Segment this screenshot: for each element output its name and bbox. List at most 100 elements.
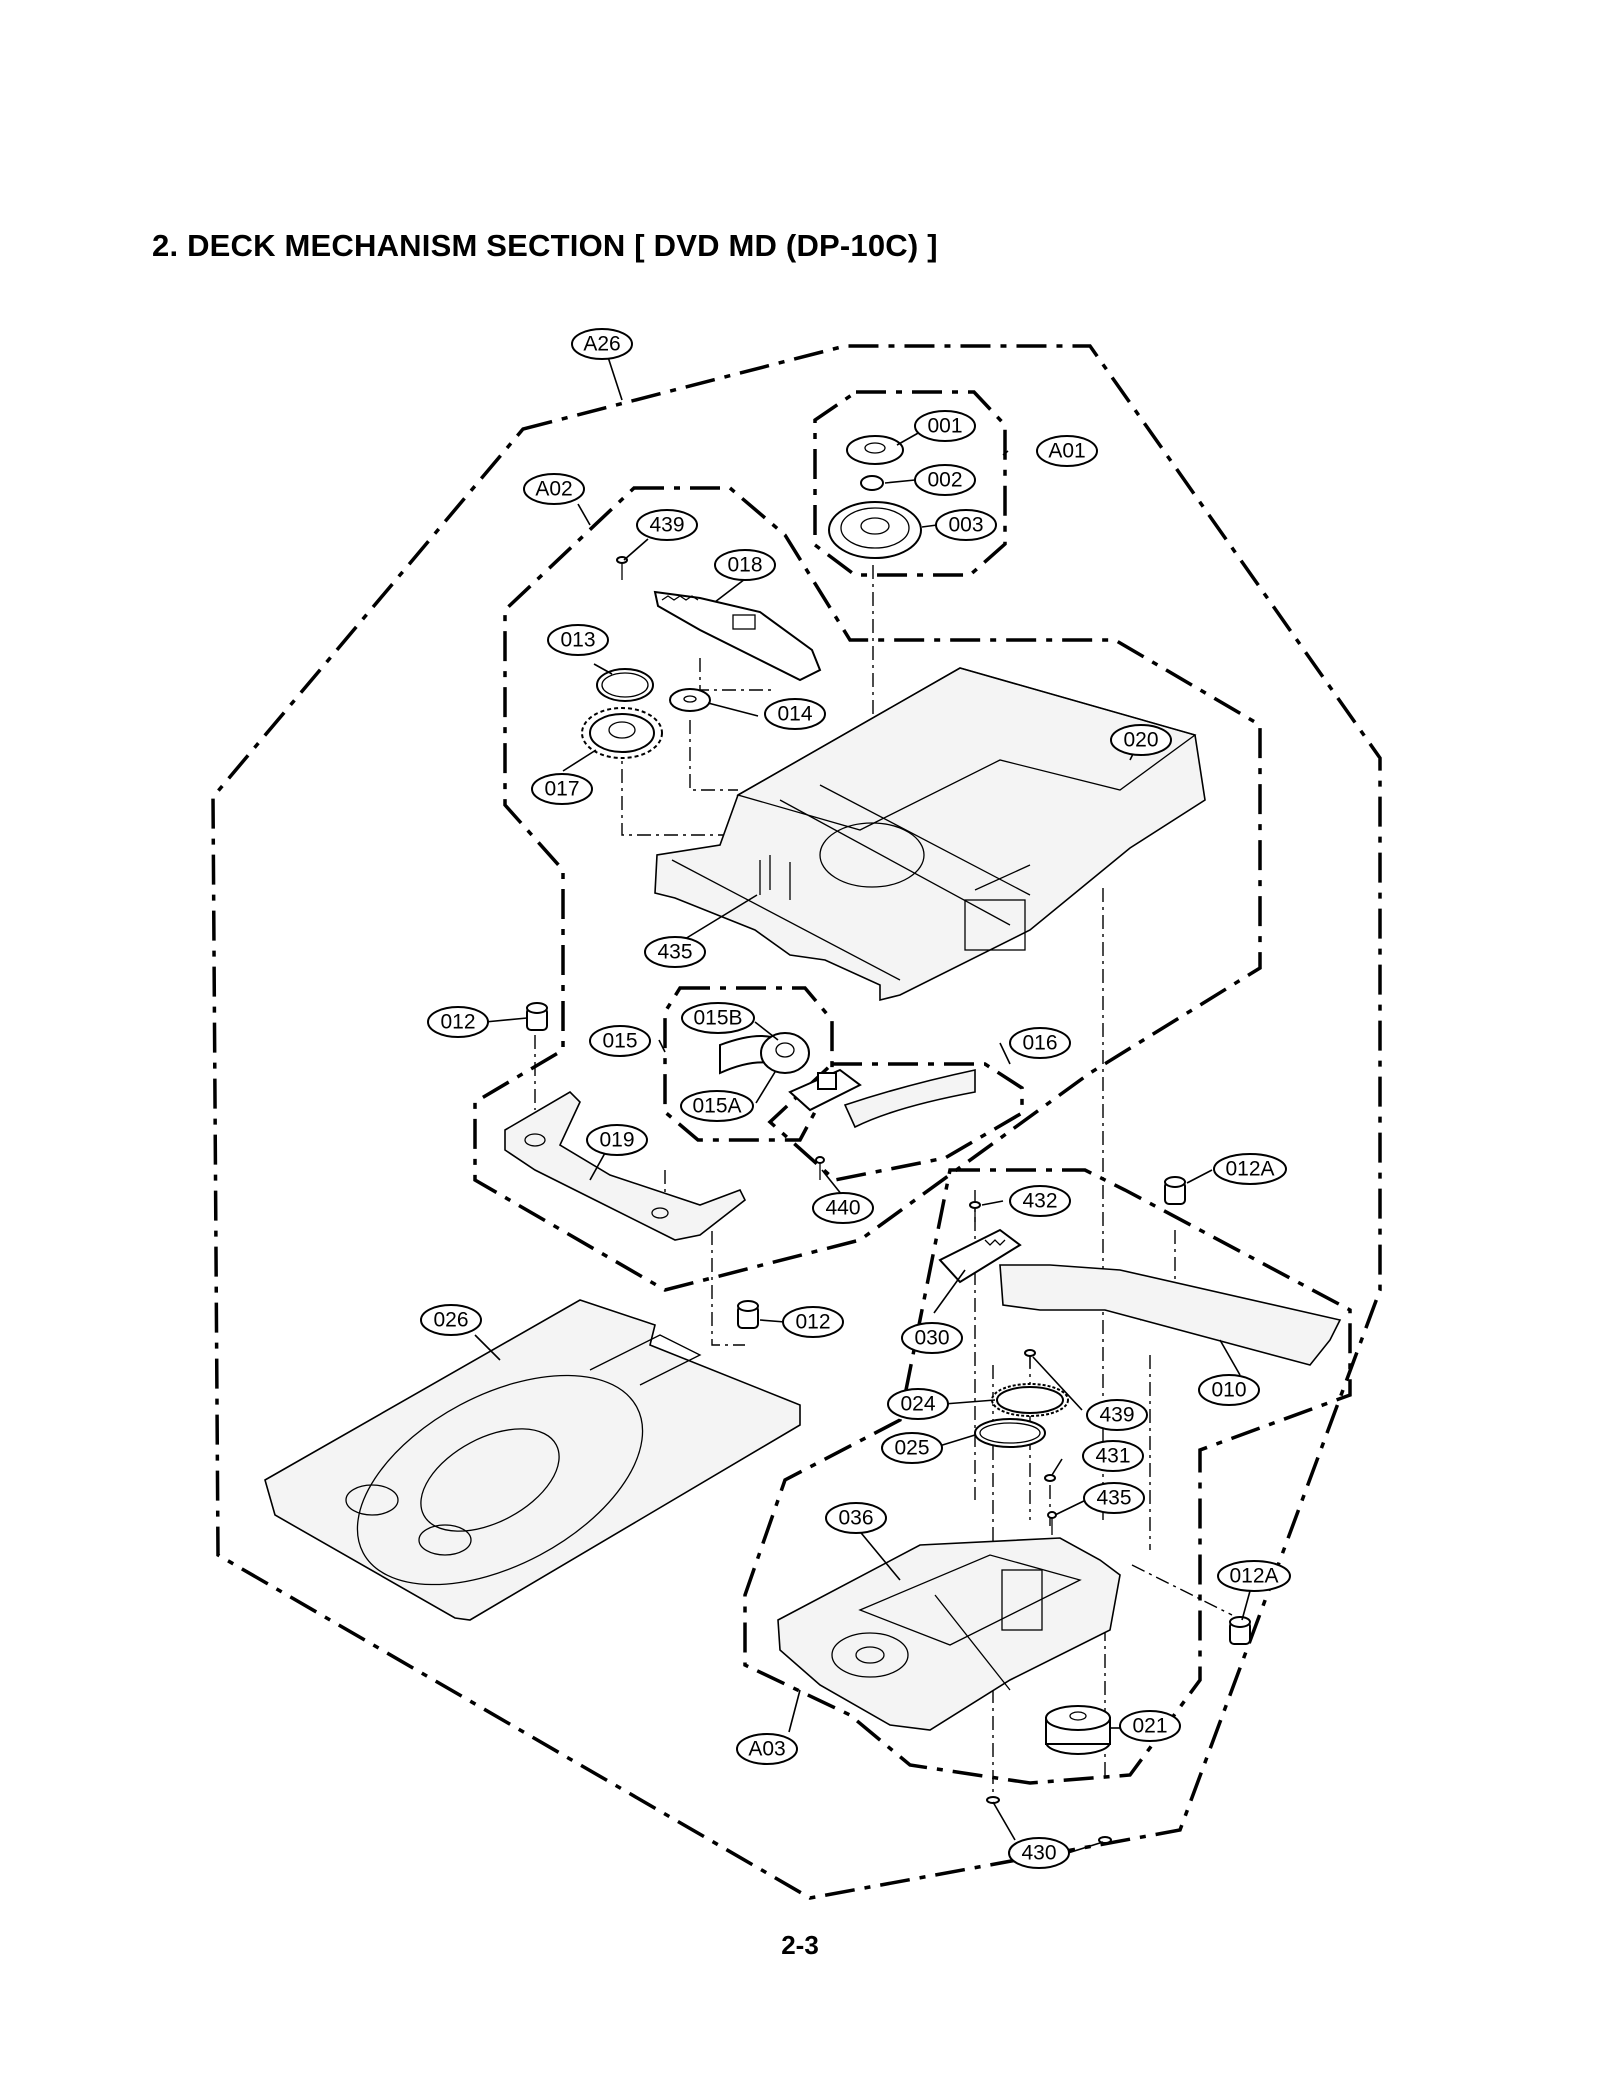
callout-439: 439 <box>1086 1399 1148 1431</box>
svg-text:036: 036 <box>838 1507 873 1530</box>
callout-036: 036 <box>825 1502 887 1534</box>
callout-020: 020 <box>1110 724 1172 756</box>
assembly-boundary-A03 <box>743 1168 1352 1785</box>
svg-text:012: 012 <box>440 1011 475 1034</box>
callout-432: 432 <box>1009 1185 1071 1217</box>
svg-text:016: 016 <box>1022 1032 1057 1055</box>
svg-text:432: 432 <box>1022 1190 1057 1213</box>
svg-text:002: 002 <box>927 469 962 492</box>
callout-021: 021 <box>1119 1710 1181 1742</box>
assembly-boundary-A01 <box>813 390 1007 577</box>
part-012-damper-lower <box>737 1300 759 1329</box>
callout-015B: 015B <box>681 1002 755 1034</box>
svg-text:A02: A02 <box>535 478 572 501</box>
screw-431 <box>1044 1474 1056 1482</box>
screw-430 <box>986 1796 1112 1844</box>
part-019-frame <box>504 1090 747 1241</box>
callout-017: 017 <box>531 773 593 805</box>
part-017-gear <box>581 707 663 759</box>
callout-A02: A02 <box>523 473 585 505</box>
svg-text:019: 019 <box>599 1129 634 1152</box>
part-012-damper <box>526 1002 548 1031</box>
callout-A26: A26 <box>571 328 633 360</box>
assembly-boundary-A02 <box>473 486 1262 1292</box>
svg-text:012: 012 <box>795 1311 830 1334</box>
svg-text:014: 014 <box>777 703 812 726</box>
callout-431: 431 <box>1082 1440 1144 1472</box>
part-012A-damper-right <box>1229 1616 1251 1645</box>
callout-439: 439 <box>636 509 698 541</box>
svg-text:A03: A03 <box>748 1738 785 1761</box>
svg-text:440: 440 <box>825 1197 860 1220</box>
svg-text:012A: 012A <box>1225 1158 1274 1181</box>
part-010-flat-cable <box>999 1264 1342 1366</box>
screw-440 <box>815 1156 825 1180</box>
svg-text:015: 015 <box>602 1030 637 1053</box>
callout-014: 014 <box>764 698 826 730</box>
screw-439-lower <box>1024 1349 1036 1368</box>
callout-001: 001 <box>914 410 976 442</box>
screw-435-lower <box>1047 1511 1057 1535</box>
callout-025: 025 <box>881 1432 943 1464</box>
callout-430: 430 <box>1008 1837 1070 1869</box>
screw-435 <box>759 855 791 900</box>
callout-435: 435 <box>1083 1482 1145 1514</box>
leader-lines <box>474 356 1251 1854</box>
part-021-sled-motor <box>1045 1705 1111 1755</box>
svg-text:435: 435 <box>1096 1487 1131 1510</box>
svg-text:001: 001 <box>927 415 962 438</box>
part-013-belt <box>596 668 654 702</box>
sub-boundary-015 <box>663 986 834 1142</box>
svg-text:A26: A26 <box>583 333 620 356</box>
svg-text:431: 431 <box>1095 1445 1130 1468</box>
svg-text:021: 021 <box>1132 1715 1167 1738</box>
alignment-line <box>689 720 738 791</box>
part-003-clamper <box>828 501 922 559</box>
callout-012: 012 <box>782 1306 844 1338</box>
part-026-disc-tray <box>264 1299 801 1621</box>
svg-text:013: 013 <box>560 629 595 652</box>
callout-024: 024 <box>887 1388 949 1420</box>
part-001-turntable-clamp <box>846 435 904 465</box>
callout-A01: A01 <box>1036 435 1098 467</box>
callout-018: 018 <box>714 549 776 581</box>
svg-text:435: 435 <box>657 941 692 964</box>
svg-text:439: 439 <box>649 514 684 537</box>
svg-text:025: 025 <box>894 1437 929 1460</box>
callout-012: 012 <box>427 1006 489 1038</box>
svg-text:015A: 015A <box>692 1095 741 1118</box>
part-036-pickup-base <box>777 1537 1121 1731</box>
callout-435: 435 <box>644 936 706 968</box>
page-number: 2-3 <box>781 1930 819 1960</box>
part-020-main-base <box>654 667 1206 1002</box>
svg-text:017: 017 <box>544 778 579 801</box>
part-024-gear <box>991 1383 1069 1417</box>
callout-012A: 012A <box>1213 1153 1287 1185</box>
part-012A-damper-top <box>1164 1176 1186 1205</box>
callout-016: 016 <box>1009 1027 1071 1059</box>
screw-432 <box>969 1201 981 1222</box>
part-016-pcb <box>788 1068 976 1129</box>
callout-440: 440 <box>812 1192 874 1224</box>
alignment-line <box>1131 1564 1233 1616</box>
callout-026: 026 <box>420 1304 482 1336</box>
svg-text:030: 030 <box>914 1327 949 1350</box>
callout-015: 015 <box>589 1025 651 1057</box>
svg-text:439: 439 <box>1099 1404 1134 1427</box>
part-014-pulley <box>669 688 711 712</box>
part-015-loading-motor <box>719 1032 810 1075</box>
callout-002: 002 <box>914 464 976 496</box>
svg-text:A01: A01 <box>1048 440 1085 463</box>
callout-A03: A03 <box>736 1733 798 1765</box>
callout-012A: 012A <box>1217 1560 1291 1592</box>
sub-boundary-016 <box>767 1062 1024 1182</box>
part-025-belt <box>974 1418 1046 1448</box>
alignment-line <box>699 658 772 691</box>
callout-019: 019 <box>586 1124 648 1156</box>
svg-text:024: 024 <box>900 1393 935 1416</box>
part-030-rack-guide <box>938 1228 1022 1284</box>
svg-text:012A: 012A <box>1229 1565 1278 1588</box>
callout-003: 003 <box>935 509 997 541</box>
svg-text:026: 026 <box>433 1309 468 1332</box>
